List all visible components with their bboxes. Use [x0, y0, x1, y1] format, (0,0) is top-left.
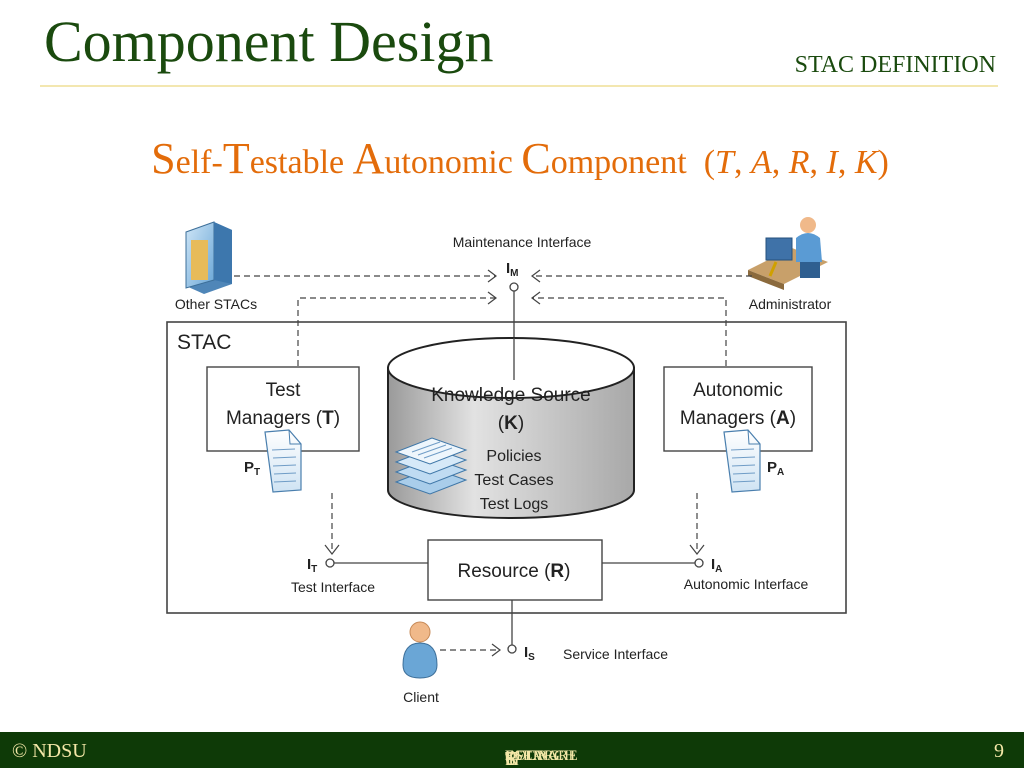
tuple-k: K — [854, 144, 878, 181]
ia-sub: A — [715, 564, 722, 575]
is-port — [507, 644, 517, 654]
im-sub: M — [510, 268, 518, 279]
footer-group-oftware: OFTWARE — [505, 748, 578, 764]
subtitle-cap-a: A — [352, 134, 385, 183]
footer-group-esting: ESTING — [505, 748, 561, 764]
knowledge-item-test-logs: Test Logs — [480, 496, 548, 513]
stac-label: STAC — [177, 331, 231, 354]
knowledge-source-bold: K — [504, 413, 518, 434]
subtitle-cap-s: S — [151, 134, 176, 183]
subtitle-cap-c: C — [521, 134, 551, 183]
pt-document-icon — [264, 429, 302, 493]
ia-port — [694, 558, 704, 568]
test-managers-line1: Test — [266, 380, 302, 401]
subtitle: Self-Testable Autonomic Component (T, A,… — [0, 133, 1024, 184]
resource-close: ) — [564, 561, 570, 582]
document-stack-icon — [394, 437, 468, 495]
tuple-close: ) — [877, 144, 889, 181]
title-divider — [40, 85, 998, 87]
stac-boundary — [166, 321, 847, 614]
tuple-open: ( — [703, 144, 716, 181]
section-label: STAC DEFINITION — [794, 52, 996, 78]
footer-group-g: G — [505, 748, 520, 770]
slide-title: Component Design — [44, 9, 494, 74]
subtitle-word-omponent: omponent — [550, 144, 687, 181]
ia-label: IA — [711, 556, 722, 575]
ia-letter: I — [711, 556, 715, 573]
tuple-comma-3: , — [809, 144, 827, 181]
im-port — [509, 282, 519, 292]
resource-label: Resource (R) — [458, 561, 571, 582]
client-icon — [402, 621, 438, 679]
tuple-i: I — [826, 144, 838, 181]
it-port — [325, 558, 335, 568]
autonomic-managers-text: Managers ( — [680, 408, 777, 429]
resource-text: Resource ( — [458, 561, 552, 582]
subtitle-cap-t: T — [222, 134, 250, 183]
im-letter: I — [506, 260, 510, 277]
administrator-label: Administrator — [749, 296, 832, 312]
it-label: IT — [307, 556, 317, 575]
server-icon — [185, 221, 232, 294]
autonomic-managers-line1: Autonomic — [693, 380, 783, 401]
subtitle-word-utonomic: utonomic — [384, 144, 522, 181]
tuple-comma-2: , — [771, 144, 789, 181]
test-managers-close: ) — [334, 408, 340, 429]
service-interface-label: Service Interface — [563, 646, 668, 662]
knowledge-item-policies: Policies — [486, 448, 541, 465]
tuple-a: A — [750, 144, 772, 181]
knowledge-item-test-cases: Test Cases — [474, 472, 553, 489]
tuple-r: R — [788, 144, 810, 181]
footer-group-s: S — [505, 748, 517, 770]
test-interface-label: Test Interface — [291, 579, 375, 595]
administrator-icon — [748, 217, 828, 290]
resource-bold: R — [550, 561, 564, 582]
autonomic-managers-bold: A — [776, 408, 790, 429]
resource-box — [427, 539, 603, 601]
subtitle-word-elf: elf- — [175, 144, 223, 181]
tuple-t: T — [715, 144, 734, 181]
subtitle-word-estable: estable — [249, 144, 353, 181]
link-autonomic-managers-to-im — [532, 297, 727, 366]
im-label: IM — [506, 260, 519, 279]
pa-sub: A — [777, 467, 784, 478]
pa-document-icon — [723, 429, 761, 493]
pt-label: PT — [244, 459, 260, 478]
knowledge-source-open: ( — [498, 413, 505, 434]
other-stacs-label: Other STACs — [175, 296, 257, 312]
footer-group-r: R — [505, 748, 519, 770]
test-managers-bold: T — [322, 408, 334, 429]
maintenance-interface-label: Maintenance Interface — [453, 234, 592, 250]
it-sub: T — [311, 564, 317, 575]
test-managers-text: Managers ( — [226, 408, 323, 429]
autonomic-interface-label: Autonomic Interface — [684, 576, 809, 592]
pa-label: PA — [767, 459, 784, 478]
link-test-managers-to-im — [297, 297, 496, 366]
footer-page-number: 9 — [994, 740, 1004, 762]
knowledge-source-close: ) — [518, 413, 524, 434]
is-label: IS — [524, 644, 535, 663]
tuple-comma-4: , — [837, 144, 855, 181]
pa-letter: P — [767, 459, 777, 476]
test-managers-line2: Managers (T) — [226, 408, 340, 429]
footer-copyright: © NDSU — [12, 740, 87, 762]
pt-letter: P — [244, 459, 254, 476]
footer-group-t: T — [505, 748, 518, 770]
tuple-comma-1: , — [733, 144, 751, 181]
knowledge-source-line2: (K) — [498, 413, 524, 434]
it-letter: I — [307, 556, 311, 573]
autonomic-managers-line2: Managers (A) — [680, 408, 796, 429]
is-sub: S — [528, 652, 535, 663]
footer-group-roup: ROUP — [505, 748, 547, 764]
footer-group-esearch: ESEARCH — [505, 748, 576, 764]
is-letter: I — [524, 644, 528, 661]
client-label: Client — [403, 689, 439, 705]
knowledge-source-line1: Knowledge Source — [431, 385, 591, 406]
autonomic-managers-close: ) — [790, 408, 796, 429]
pt-sub: T — [254, 467, 260, 478]
